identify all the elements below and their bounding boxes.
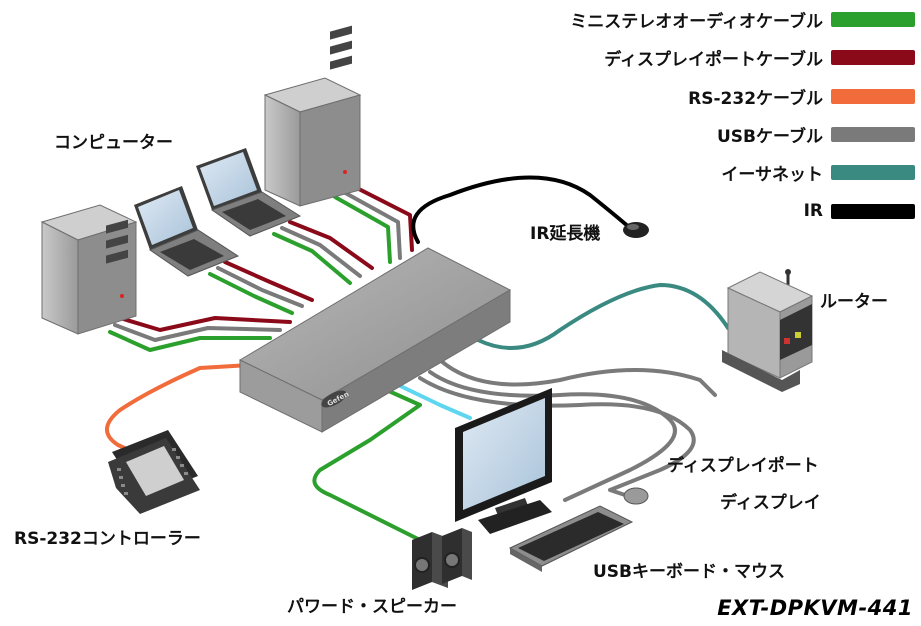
router-device xyxy=(722,269,814,392)
legend-label: イーサネット xyxy=(721,164,823,185)
legend-label: USBケーブル xyxy=(717,126,823,147)
legend-label: IR xyxy=(803,201,823,221)
legend-swatch xyxy=(831,203,915,219)
legend-item-usb: USBケーブル xyxy=(717,122,915,147)
cable-usb-keyboard xyxy=(428,370,677,502)
laptop-right xyxy=(196,148,302,237)
cable-displayport-laptop1 xyxy=(223,260,314,302)
cable-usb-router xyxy=(438,358,717,397)
powered-speakers-device xyxy=(412,528,472,590)
cable-ethernet xyxy=(476,283,730,350)
label-displayport-display-line1: ディスプレイポート xyxy=(667,456,819,476)
cable-usb-tower1 xyxy=(113,323,282,342)
label-powered-speakers: パワード・スピーカー xyxy=(287,597,457,617)
cable-audio-tower2 xyxy=(333,195,392,264)
legend-item-rs232: RS-232ケーブル xyxy=(688,84,915,109)
legend-item-ir: IR xyxy=(804,199,915,223)
legend-swatch xyxy=(831,11,915,27)
computer-tower-left xyxy=(40,204,138,335)
legend-label: RS-232ケーブル xyxy=(688,88,823,109)
laptop-left xyxy=(134,186,240,277)
cable-displayport-display xyxy=(390,380,472,420)
legend-swatch xyxy=(831,49,915,65)
keyboard-mouse-device xyxy=(508,487,649,572)
label-computers: コンピューター xyxy=(54,133,173,153)
label-router: ルーター xyxy=(820,292,888,312)
cable-usb-laptop2 xyxy=(280,226,362,278)
label-rs232-controller: RS-232コントローラー xyxy=(14,529,201,549)
computer-tower-right xyxy=(263,25,362,207)
label-displayport-display-line2: ディスプレイ xyxy=(720,493,821,513)
cable-displayport-laptop2 xyxy=(288,220,374,270)
legend-swatch xyxy=(831,88,915,104)
display-device xyxy=(455,388,552,534)
label-usb-keyboard-mouse: USBキーボード・マウス xyxy=(593,562,786,582)
legend-swatch xyxy=(831,164,915,180)
legend-label: ミニステレオオーディオケーブル xyxy=(570,11,823,32)
model-name: EXT-DPKVM-441 xyxy=(717,596,913,620)
legend-swatch xyxy=(831,126,915,142)
cables xyxy=(105,175,730,542)
ir-extender-device xyxy=(623,222,649,238)
rs232-controller-device xyxy=(108,430,200,514)
kvm-switch xyxy=(238,247,512,433)
legend-item-audio: ミニステレオオーディオケーブル xyxy=(570,7,915,32)
cable-displayport-tower1 xyxy=(118,316,292,332)
cable-displayport-tower2 xyxy=(343,180,414,252)
cable-audio-laptop2 xyxy=(272,232,352,285)
cable-audio-tower1 xyxy=(108,330,272,352)
legend-label: ディスプレイポートケーブル xyxy=(604,49,823,70)
cable-usb-tower2 xyxy=(338,188,402,260)
cable-audio-speakers xyxy=(312,386,422,542)
cable-usb-mouse xyxy=(418,376,696,497)
cable-rs232 xyxy=(105,363,252,457)
legend-item-displayport: ディスプレイポートケーブル xyxy=(604,45,915,70)
label-ir-extender: IR延長機 xyxy=(530,224,601,244)
cable-ir xyxy=(411,175,632,244)
legend-item-ethernet: イーサネット xyxy=(721,160,915,185)
cable-usb-laptop1 xyxy=(216,266,304,308)
cable-audio-laptop1 xyxy=(208,272,294,315)
